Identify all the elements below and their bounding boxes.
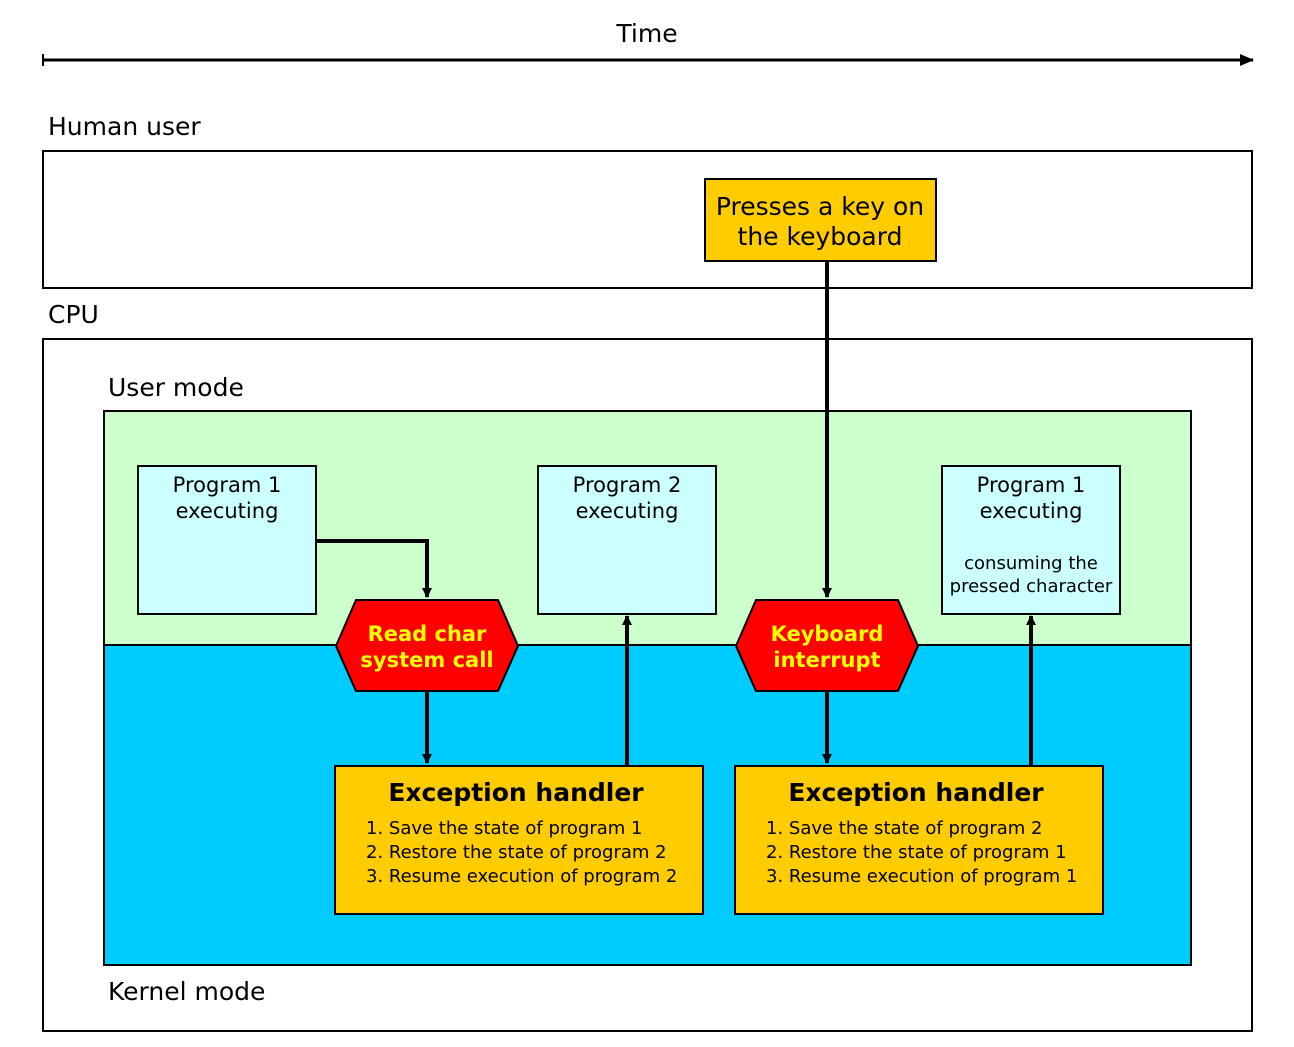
program-1-line1: Program 1 bbox=[173, 473, 282, 497]
handler-2-step-1: 1. Save the state of program 2 bbox=[766, 818, 1042, 839]
program-1-line2: executing bbox=[176, 499, 279, 523]
handler-2-step-2: 2. Restore the state of program 1 bbox=[766, 842, 1067, 863]
syscall-hexagon bbox=[334, 599, 520, 692]
mode-regions-border bbox=[103, 410, 1192, 966]
kernel-mode-label: Kernel mode bbox=[108, 977, 265, 1006]
program-box-2 bbox=[537, 465, 717, 615]
exception-handler-box-2 bbox=[734, 765, 1104, 915]
handler-1-title: Exception handler bbox=[388, 778, 644, 807]
key-press-box bbox=[704, 178, 937, 262]
human-user-label: Human user bbox=[48, 112, 201, 141]
arrow-program1-to-syscall bbox=[316, 539, 432, 598]
program-3-note2: pressed character bbox=[950, 576, 1113, 597]
program-3-note1: consuming the bbox=[964, 553, 1098, 574]
syscall-line2: system call bbox=[360, 648, 493, 672]
key-press-line2: the keyboard bbox=[738, 222, 903, 251]
human-user-lane bbox=[42, 150, 1253, 289]
interrupt-line1: Keyboard bbox=[771, 622, 884, 646]
handler-2-title: Exception handler bbox=[788, 778, 1044, 807]
handler-1-step-1: 1. Save the state of program 1 bbox=[366, 818, 642, 839]
program-box-3 bbox=[941, 465, 1121, 615]
handler-2-step-3: 3. Resume execution of program 1 bbox=[766, 866, 1077, 887]
cpu-label: CPU bbox=[48, 300, 99, 329]
program-2-line2: executing bbox=[576, 499, 679, 523]
interrupt-line2: interrupt bbox=[773, 648, 880, 672]
exception-handler-box-1 bbox=[334, 765, 704, 915]
program-2-line1: Program 2 bbox=[573, 473, 682, 497]
program-3-line2: executing bbox=[980, 499, 1083, 523]
handler-1-step-3: 3. Resume execution of program 2 bbox=[366, 866, 677, 887]
program-box-1 bbox=[137, 465, 317, 615]
interrupt-hexagon bbox=[734, 599, 920, 692]
syscall-line1: Read char bbox=[368, 622, 487, 646]
key-press-line1: Presses a key on bbox=[716, 192, 924, 221]
program-3-line1: Program 1 bbox=[977, 473, 1086, 497]
handler-1-step-2: 2. Restore the state of program 2 bbox=[366, 842, 667, 863]
user-mode-label: User mode bbox=[108, 373, 244, 402]
time-label: Time bbox=[615, 19, 677, 48]
